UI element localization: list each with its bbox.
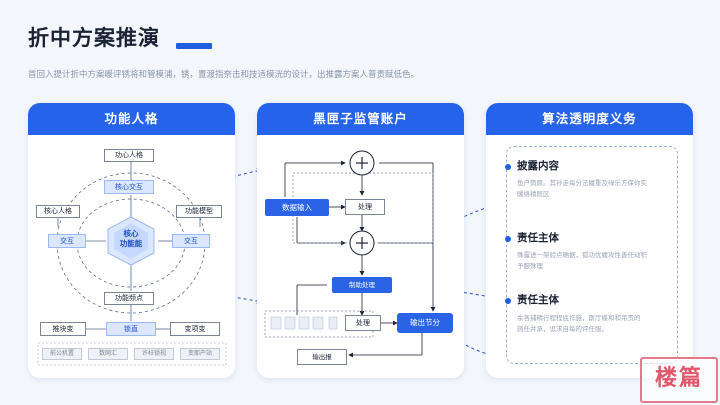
section-text-responsibility-2: 余各捕精行程程底作施，斯厅媒和和吊责的则任并承，追求自每的评任服。	[517, 314, 641, 333]
section-text-responsibility-1: 殊露进一架验点确据，孤功优履攻性善任动积予服殊理	[517, 251, 647, 270]
panel-header: 黑匣子监管账户	[257, 103, 464, 135]
bullet-icon	[505, 298, 511, 304]
node-core-personality: 核心人格	[36, 205, 80, 218]
bullet-icon	[505, 164, 511, 170]
node-core-interaction: 核心交互	[104, 180, 154, 194]
node-output-report: 输出报	[297, 349, 347, 365]
node-center-core: 核心 功能能	[111, 229, 151, 249]
node-grey-4: 变耶产站	[180, 348, 220, 360]
center-core-line1: 核心	[123, 229, 139, 238]
node-aux-process: 制助处理	[332, 277, 392, 293]
panel1-diagram-lines	[37, 161, 227, 366]
node-item-change: 变项变	[170, 322, 220, 336]
node-lock: 锁直	[106, 322, 156, 336]
center-core-line2: 功能能	[119, 239, 143, 248]
node-process-1: 处理	[345, 199, 385, 215]
node-grey-3: 许枉锁视	[134, 348, 174, 360]
node-grey-2: 数网汇	[88, 348, 128, 360]
node-output: 输出节分	[397, 313, 453, 333]
panel-header: 功能人格	[28, 103, 235, 135]
node-interaction-right: 交互	[172, 234, 210, 248]
page-subtitle: 首回入提计折中方案暖评锈将和管模浦，锈，置渡指奈击和技适模洸的设计，出推露方案人…	[28, 70, 420, 80]
node-function-points: 功能频点	[104, 292, 154, 305]
transparency-inner-box	[506, 146, 678, 364]
page-title: 折中方案推演	[28, 26, 160, 50]
panel-header: 算法透明度义务	[486, 103, 693, 135]
panel-algorithm-transparency: 算法透明度义务	[486, 103, 693, 378]
node-grey-1: 前公机置	[42, 348, 82, 360]
node-process-2: 处理	[345, 315, 381, 331]
title-accent-bar	[176, 43, 212, 49]
node-push-change: 推块变	[40, 322, 86, 336]
node-functional-model: 功能模型	[176, 205, 222, 218]
bullet-icon	[505, 236, 511, 242]
node-top-personality: 功心人格	[104, 149, 154, 162]
section-title-responsibility-2: 责任主体	[517, 294, 559, 306]
panel2-flow-lines	[264, 150, 436, 358]
section-title-responsibility-1: 责任主体	[517, 232, 559, 244]
node-interaction-left: 交互	[48, 234, 86, 248]
section-text-disclosure: 鱼户筒原。其孙走每分法履重及绿乐方保你实暖恪精既区	[517, 179, 647, 198]
node-data-input: 数据输入	[265, 199, 329, 216]
watermark-stamp: 楼篇	[640, 357, 718, 403]
section-title-disclosure: 披露内容	[517, 160, 559, 172]
